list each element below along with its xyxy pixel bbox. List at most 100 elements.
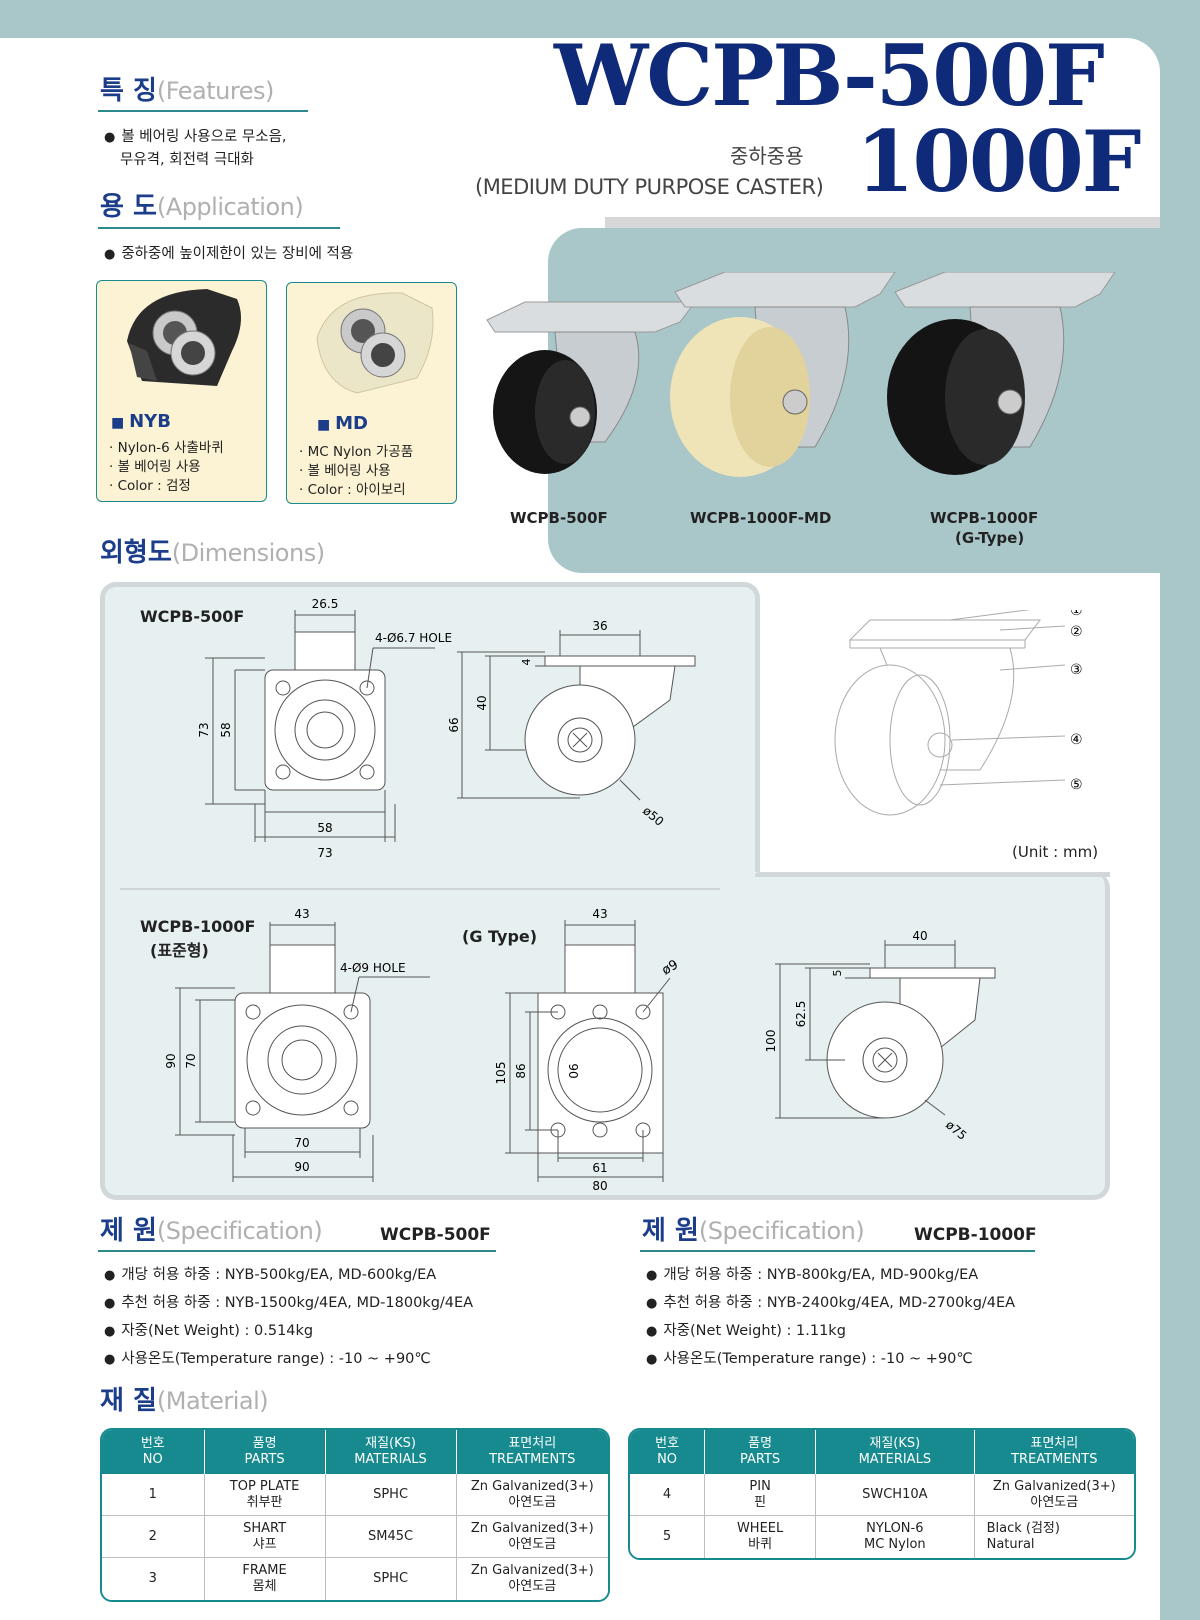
dim-g-top: 43	[592, 907, 607, 921]
col-materials: 재질(KS)MATERIALS	[816, 1430, 975, 1474]
wheel-card-md-title: MD	[317, 413, 368, 434]
wheel-card-nyb: NYB Nylon-6 사출바퀴 볼 베어링 사용 Color : 검정	[96, 280, 267, 502]
spec-1000-model: WCPB-1000F	[914, 1225, 1037, 1245]
dim-500-side4: 4	[520, 659, 533, 666]
dim-side1000-d75: ø75	[943, 1118, 969, 1143]
dim-g-h90: 90	[566, 1063, 580, 1078]
dim-500-h58: 58	[219, 722, 233, 737]
dimension-panel-top	[100, 582, 760, 882]
unit-note: (Unit : mm)	[1012, 843, 1099, 861]
features-bullet: 볼 베어링 사용으로 무소음,	[104, 126, 286, 149]
dim-1000-h70: 70	[184, 1053, 198, 1068]
product-label-g-type: (G-Type)	[955, 529, 1025, 547]
spec-1000-line: 사용온도(Temperature range) : -10 ~ +90℃	[646, 1348, 972, 1371]
dim-1000-w90: 90	[294, 1160, 309, 1174]
part-marker-4: ④	[1070, 732, 1083, 748]
subtitle-korean: 중하중용	[730, 144, 804, 168]
drawing-1000f: 43 4-Ø9 HOLE 90 70 70 90 43 ø9 105 86 90…	[165, 907, 996, 1190]
dim-500-side40: 40	[475, 695, 489, 710]
wheel-card-nyb-title: NYB	[111, 411, 171, 432]
dim-500-side36: 36	[592, 619, 607, 633]
dimension-divider	[120, 888, 720, 890]
spec-500-line: 자중(Net Weight) : 0.514kg	[104, 1320, 313, 1343]
wheel-card-md: MD MC Nylon 가공품 볼 베어링 사용 Color : 아이보리	[286, 282, 457, 504]
dim-g-h105: 105	[494, 1062, 508, 1085]
caster-500f-image	[486, 301, 696, 474]
col-materials: 재질(KS)MATERIALS	[325, 1430, 457, 1474]
spec-1000-line: 개당 허용 하중 : NYB-800kg/EA, MD-900kg/EA	[646, 1264, 978, 1287]
dim-side1000-w40: 40	[912, 929, 927, 943]
material-heading: 재 질(Material)	[100, 1386, 269, 1416]
dim-500-h73: 73	[197, 722, 211, 737]
dim-500-side50: ø50	[640, 804, 666, 829]
spec-500-line: 개당 허용 하중 : NYB-500kg/EA, MD-600kg/EA	[104, 1264, 436, 1287]
dimensions-heading: 외형도(Dimensions)	[100, 538, 325, 568]
part-marker-5: ⑤	[1070, 777, 1083, 793]
part-marker-3: ③	[1070, 662, 1083, 678]
model-title-line2: 1000F	[856, 112, 1141, 211]
spec-500-heading: 제 원(Specification)	[100, 1216, 323, 1246]
spec-500-model: WCPB-500F	[380, 1225, 491, 1245]
dim-1000-h90: 90	[165, 1053, 178, 1068]
drawing-label-500f: WCPB-500F	[140, 607, 245, 626]
product-label-500f: WCPB-500F	[510, 509, 608, 527]
spec-1000-underline	[640, 1250, 1035, 1252]
product-label-1000f: WCPB-1000F	[930, 509, 1039, 527]
spec-1000-line: 자중(Net Weight) : 1.11kg	[646, 1320, 846, 1343]
dim-side1000-h5: 5	[831, 970, 844, 977]
features-heading: 특 징(Features)	[100, 76, 274, 106]
dim-500-side66: 66	[447, 717, 461, 732]
product-photos	[486, 272, 1116, 477]
dim-1000-hole: 4-Ø9 HOLE	[340, 961, 406, 975]
dim-500-hole: 4-Ø6.7 HOLE	[375, 631, 452, 645]
wheel-card-md-item: Color : 아이보리	[299, 481, 406, 500]
caster-1000f-md-image	[670, 272, 896, 477]
dim-g-w80: 80	[592, 1179, 607, 1190]
wheel-card-md-item: MC Nylon 가공품	[299, 443, 414, 462]
drawing-500f: 26.5 4-Ø6.7 HOLE 73 58 58 73 36 4 40 66 …	[197, 597, 696, 860]
drawing-label-g-type: (G Type)	[462, 927, 538, 946]
application-underline	[98, 227, 340, 229]
parts-diagram: ① ② ③ ④ ⑤	[834, 610, 1083, 816]
wheel-card-nyb-item: 볼 베어링 사용	[109, 458, 201, 477]
application-heading: 용 도(Application)	[100, 192, 304, 222]
spec-500-underline	[98, 1250, 496, 1252]
part-marker-1: ①	[1070, 610, 1083, 619]
dim-500-w58: 58	[317, 821, 332, 835]
model-title-line1: WCPB-500F	[554, 26, 1105, 125]
dim-side1000-h625: 62.5	[794, 1001, 808, 1028]
subtitle-english: (MEDIUM DUTY PURPOSE CASTER)	[475, 175, 824, 199]
title-rule	[605, 217, 1160, 228]
part-marker-2: ②	[1070, 624, 1083, 640]
product-label-1000f-md: WCPB-1000F-MD	[690, 509, 832, 527]
caster-1000f-g-type-image	[887, 272, 1116, 475]
features-line2: 무유격, 회전력 극대화	[120, 152, 254, 168]
features-underline	[98, 110, 308, 112]
dim-500-w73: 73	[317, 846, 332, 860]
spec-500-line: 사용온도(Temperature range) : -10 ~ +90℃	[104, 1348, 430, 1371]
drawing-label-1000f: WCPB-1000F	[140, 917, 256, 936]
wheel-card-nyb-item: Color : 검정	[109, 477, 191, 496]
dim-g-h86: 86	[514, 1063, 528, 1078]
dim-g-hole: ø9	[660, 957, 682, 978]
dim-side1000-h100: 100	[764, 1030, 778, 1053]
dim-500-top: 26.5	[312, 597, 339, 611]
wheel-card-md-item: 볼 베어링 사용	[299, 462, 391, 481]
dim-1000-w70: 70	[294, 1136, 309, 1150]
application-bullet: 중하중에 높이제한이 있는 장비에 적용	[104, 243, 353, 266]
spec-1000-heading: 제 원(Specification)	[642, 1216, 865, 1246]
md-wheel-image	[316, 292, 434, 394]
dim-g-w61: 61	[592, 1161, 607, 1175]
